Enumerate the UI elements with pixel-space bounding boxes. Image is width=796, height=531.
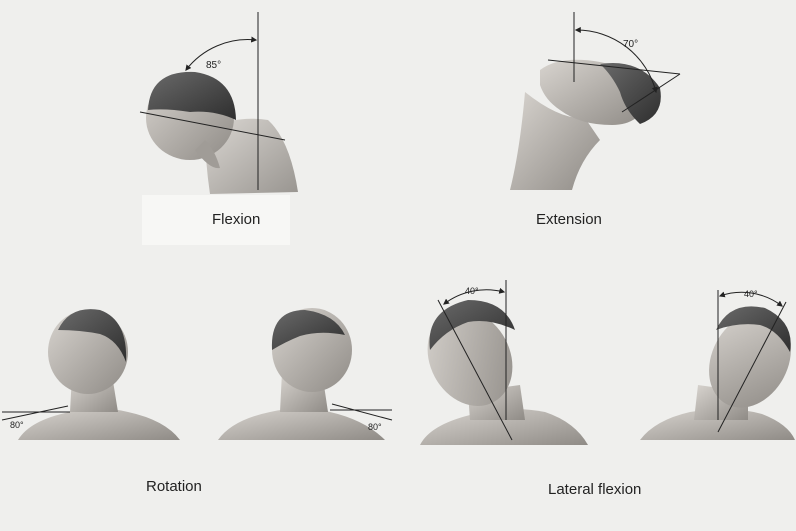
lateral-flexion-left-angle-label: 40° xyxy=(465,286,479,296)
rotation-left-figure xyxy=(18,309,180,440)
lateral-flexion-left-figure xyxy=(411,295,588,445)
rotation-left-angle-label: 80° xyxy=(10,420,24,430)
flexion-panel: 85° Flexion xyxy=(140,12,298,245)
extension-angle-label: 70° xyxy=(623,39,638,50)
flexion-caption: Flexion xyxy=(212,211,260,228)
flexion-angle-label: 85° xyxy=(206,60,221,71)
extension-figure xyxy=(510,60,661,190)
lateral-flexion-right-angle-label: 40° xyxy=(744,289,758,299)
lateral-flexion-panel: 40° 40° Lateral flexion xyxy=(411,280,796,498)
rotation-right-figure xyxy=(218,308,385,440)
rotation-right-angle-label: 80° xyxy=(368,422,382,432)
lateral-flexion-caption: Lateral flexion xyxy=(548,481,641,498)
rotation-caption: Rotation xyxy=(146,478,202,495)
extension-panel: 70° Extension xyxy=(510,12,680,228)
rotation-panel: 80° 80° Rotation xyxy=(2,308,392,495)
extension-caption: Extension xyxy=(536,211,602,228)
flexion-figure xyxy=(146,72,298,194)
